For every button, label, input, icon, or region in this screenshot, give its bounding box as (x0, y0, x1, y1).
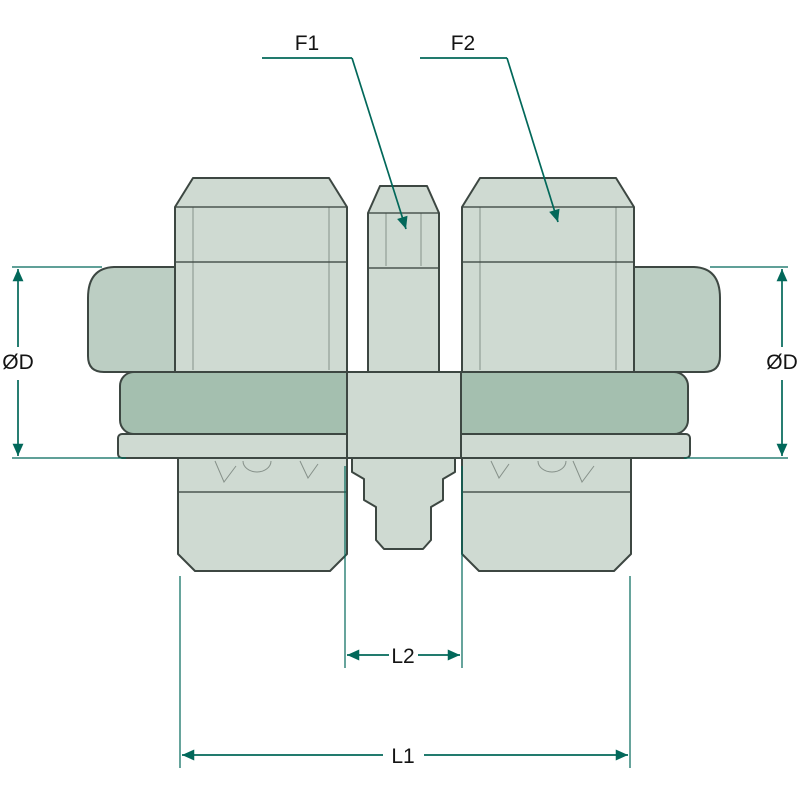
label-l2: L2 (391, 645, 414, 668)
left-nut-slot-arc (242, 460, 272, 473)
left-nut-notch-1 (214, 460, 237, 483)
label-f1: F1 (295, 32, 320, 55)
label-d-left: ØD (2, 351, 34, 374)
right-nut-notch-1 (572, 460, 595, 483)
f1-leader-line (351, 57, 408, 230)
left-nut-notch-2 (299, 460, 319, 479)
center-hex (367, 185, 440, 373)
right-nut-bottom (461, 457, 632, 572)
label-f2: F2 (451, 32, 476, 55)
left-nut-bottom (177, 457, 348, 572)
f2-leader-line (506, 57, 560, 223)
center-body-bottom (351, 457, 456, 550)
right-tube-stub (629, 266, 721, 373)
center-body-column (346, 371, 462, 459)
right-nut-notch-2 (490, 460, 510, 479)
right-nut-slot-arc (537, 460, 567, 473)
left-tube-stub (87, 266, 179, 373)
dimensions: F1 F2 ØD ØD L2 L1 (2, 32, 798, 768)
label-d-right: ØD (766, 351, 798, 374)
label-l1: L1 (391, 745, 414, 768)
fitting-body (87, 177, 721, 572)
